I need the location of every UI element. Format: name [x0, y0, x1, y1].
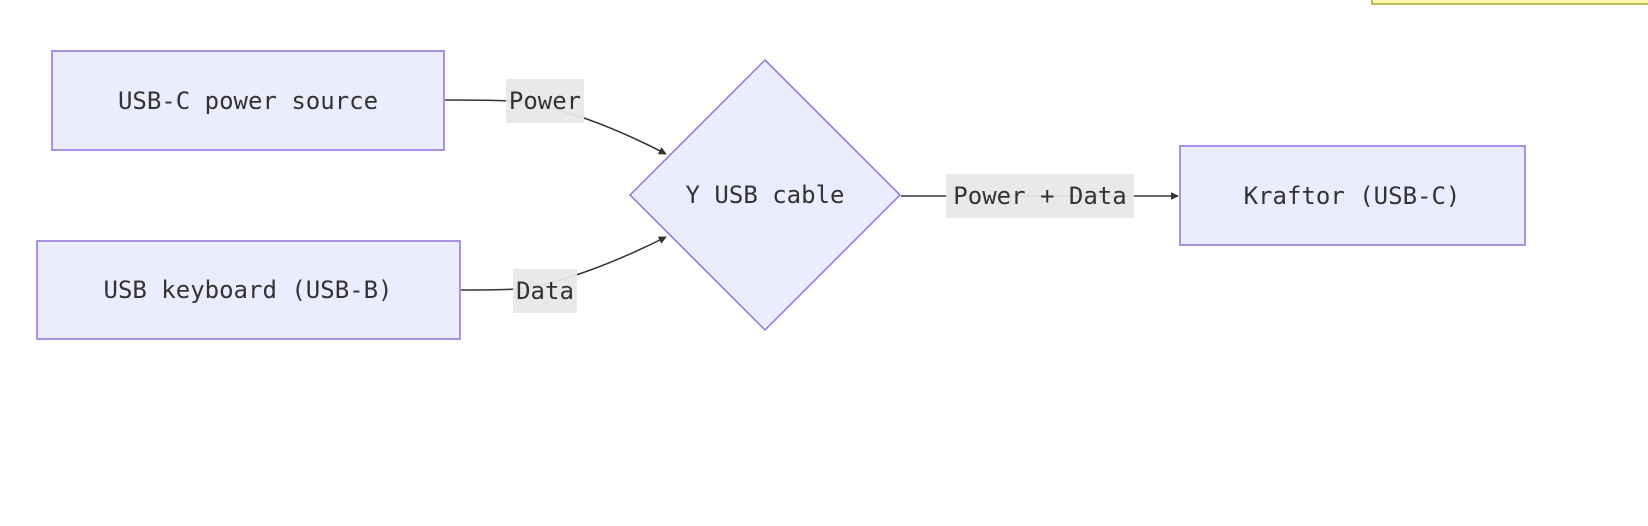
edge-label-data: Data [513, 269, 577, 313]
node-usb-c-power-source-label: USB-C power source [118, 87, 378, 115]
edge-label-data-bg [513, 269, 577, 313]
edge-label-power: Power [506, 79, 584, 123]
note-box-partial [1371, 0, 1648, 5]
node-kraftor-label: Kraftor (USB-C) [1244, 182, 1461, 210]
node-usb-keyboard[interactable]: USB keyboard (USB-B) [36, 240, 461, 340]
edge-label-power-data-text: Power + Data [953, 182, 1126, 210]
node-y-usb-cable[interactable]: Y USB cable [628, 58, 902, 332]
edge-label-power-data: Power + Data [946, 174, 1134, 218]
edge-label-data-text: Data [516, 277, 574, 305]
edge-label-power-bg [506, 79, 584, 123]
node-y-usb-cable-label: Y USB cable [686, 181, 845, 209]
node-usb-keyboard-label: USB keyboard (USB-B) [104, 276, 393, 304]
edge-label-power-text: Power [509, 87, 581, 115]
edge-label-power-data-bg [946, 174, 1134, 218]
node-kraftor[interactable]: Kraftor (USB-C) [1179, 145, 1526, 246]
node-usb-c-power-source[interactable]: USB-C power source [51, 50, 445, 151]
